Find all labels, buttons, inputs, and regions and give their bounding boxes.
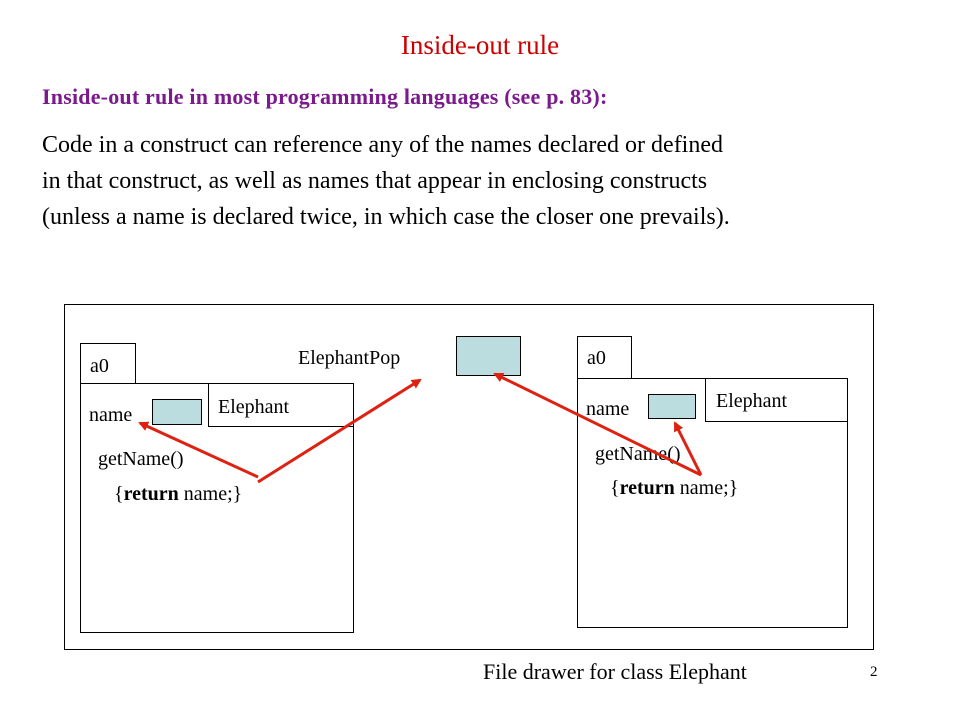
body-line-3: (unless a name is declared twice, in whi… [42, 204, 730, 230]
object-class-label: Elephant [716, 390, 788, 412]
method-signature: getName() [595, 443, 681, 465]
body-line-1: Code in a construct can reference any of… [42, 132, 723, 158]
static-field-box [456, 336, 521, 376]
method-body: {return name;} [114, 483, 243, 505]
drawer-caption: File drawer for class Elephant [483, 659, 747, 684]
page-number: 2 [870, 664, 878, 680]
method-body: {return name;} [610, 477, 739, 499]
slide-title: Inside-out rule [400, 30, 560, 60]
static-field-label: ElephantPop [298, 347, 401, 369]
object-class-label: Elephant [218, 396, 290, 418]
object-class-box [705, 378, 848, 422]
field-name-box [152, 399, 202, 425]
object-tab-label: a0 [90, 355, 109, 377]
field-name-label: name [89, 404, 133, 426]
body-line-2: in that construct, as well as names that… [42, 168, 708, 194]
object-tab [80, 343, 136, 386]
field-name-label: name [586, 398, 630, 420]
field-name-box [648, 394, 696, 419]
object-tab-label: a0 [587, 347, 606, 369]
slide-subtitle: Inside-out rule in most programming lang… [42, 84, 608, 109]
method-signature: getName() [98, 448, 184, 470]
